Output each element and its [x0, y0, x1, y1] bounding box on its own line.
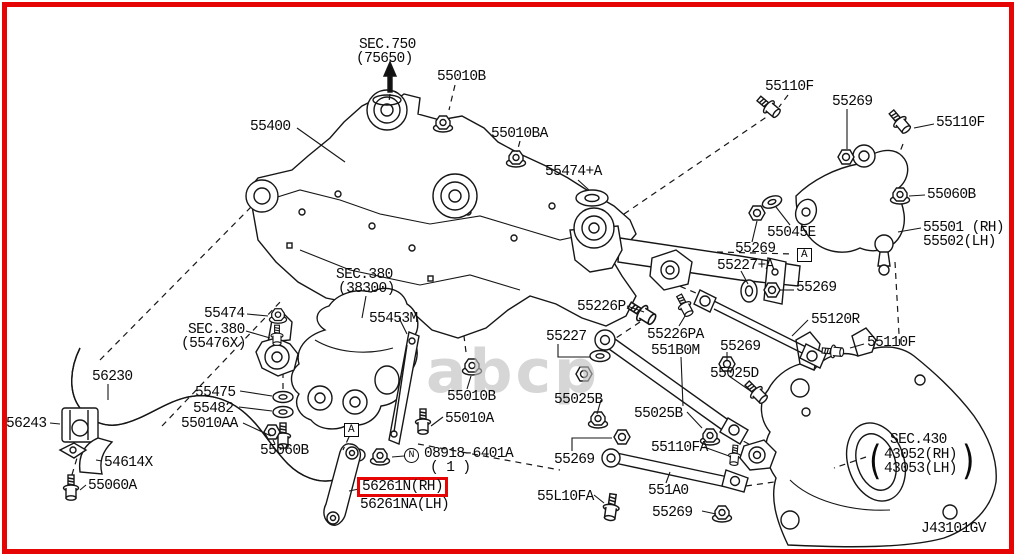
paren-right: ) [962, 436, 975, 484]
part-55482[interactable]: 55482 [193, 401, 234, 417]
part-551a0[interactable]: 551A0 [648, 483, 689, 499]
sec750-arrow [382, 60, 398, 103]
part-56261na-lh[interactable]: 56261NA(LH) [360, 497, 450, 513]
sec-430-ref: SEC.430 [890, 432, 947, 448]
part-08918-6401a[interactable]: 08918-6401A [424, 446, 514, 462]
part-55010b-mid[interactable]: 55010B [447, 389, 496, 405]
part-55l10fa[interactable]: 55L10FA [537, 489, 594, 505]
diagram-code: J43101GV [921, 521, 986, 537]
part-54614x[interactable]: 54614X [104, 455, 153, 471]
sec-380-38300-line2: (38300) [338, 281, 395, 297]
part-55501-rh[interactable]: 55501 (RH) [923, 220, 1005, 236]
part-55110f-2[interactable]: 55110F [936, 115, 985, 131]
part-55060b-right[interactable]: 55060B [927, 187, 976, 203]
part-55453m[interactable]: 55453M [369, 311, 418, 327]
part-55269-2[interactable]: 55269 [735, 241, 776, 257]
part-43053-lh[interactable]: 43053(LH) [884, 461, 958, 477]
note-qty: ( 1 ) [430, 460, 471, 476]
part-55110fa[interactable]: 55110FA [651, 440, 708, 456]
sec-380-55476x-line1: SEC.380 [188, 322, 245, 338]
callout-a-1: A [797, 248, 812, 262]
part-55269-5[interactable]: 55269 [554, 452, 595, 468]
part-55474[interactable]: 55474 [204, 306, 245, 322]
sec-750-ref-line2: (75650) [356, 51, 413, 67]
callout-a-2: A [344, 423, 359, 437]
part-55227a[interactable]: 55227+A [717, 258, 774, 274]
part-55025b-2[interactable]: 55025B [634, 406, 683, 422]
part-55010ba[interactable]: 55010BA [491, 126, 548, 142]
part-55010b-top[interactable]: 55010B [437, 69, 486, 85]
sec-750-ref-line1: SEC.750 [359, 37, 416, 53]
part-55010a[interactable]: 55010A [445, 411, 494, 427]
part-56230[interactable]: 56230 [92, 369, 133, 385]
part-56243[interactable]: 56243 [6, 416, 47, 432]
rod-551b0m [594, 329, 749, 445]
part-56261n-rh[interactable]: 56261N(RH) [357, 477, 449, 497]
part-55269-6[interactable]: 55269 [652, 505, 693, 521]
part-55227[interactable]: 55227 [546, 329, 587, 345]
callout-n: N [404, 448, 419, 463]
link-56261n [323, 443, 362, 526]
part-55400[interactable]: 55400 [250, 119, 291, 135]
part-55060a[interactable]: 55060A [88, 478, 137, 494]
part-55045e[interactable]: 55045E [767, 225, 816, 241]
part-55502-lh[interactable]: 55502(LH) [923, 234, 997, 250]
watermark: abcp [426, 337, 600, 407]
rod-551a0 [601, 448, 749, 493]
part-55269-1[interactable]: 55269 [832, 94, 873, 110]
part-55060b-left[interactable]: 55060B [260, 443, 309, 459]
part-55269-4[interactable]: 55269 [720, 339, 761, 355]
part-55475[interactable]: 55475 [195, 385, 236, 401]
part-55226p[interactable]: 55226P [577, 299, 626, 315]
part-55269-3[interactable]: 55269 [796, 280, 837, 296]
part-551b0m[interactable]: 551B0M [651, 343, 700, 359]
sec-380-55476x-line2: (55476X) [181, 336, 246, 352]
sec-380-38300-line1: SEC.380 [336, 267, 393, 283]
paren-left: ( [869, 436, 882, 484]
part-55110f-1[interactable]: 55110F [765, 79, 814, 95]
upper-arm-55501 [794, 144, 909, 276]
rod-55120r [693, 289, 827, 369]
part-43052-rh[interactable]: 43052(RH) [884, 447, 958, 463]
part-55226pa[interactable]: 55226PA [647, 327, 704, 343]
part-55474a[interactable]: 55474+A [545, 164, 602, 180]
bracket-55227a [649, 249, 758, 303]
part-55025b-1[interactable]: 55025B [554, 392, 603, 408]
part-55120r[interactable]: 55120R [811, 312, 860, 328]
stay-55453m [388, 331, 420, 445]
differential-carrier [255, 287, 419, 430]
part-55110f-3[interactable]: 55110F [867, 335, 916, 351]
part-55025d[interactable]: 55025D [710, 366, 759, 382]
part-55010aa[interactable]: 55010AA [181, 416, 238, 432]
subframe-55400 [245, 89, 801, 339]
